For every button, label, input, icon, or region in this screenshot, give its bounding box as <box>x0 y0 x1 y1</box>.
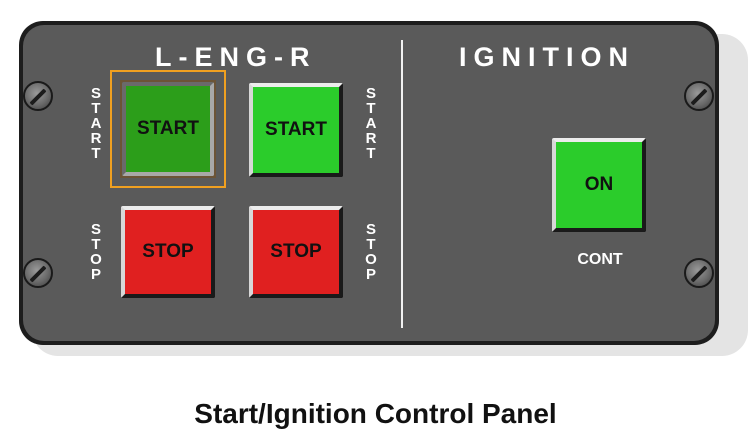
screw-icon <box>23 81 53 111</box>
armed-highlight-frame <box>110 70 226 188</box>
right-start-side-label: START <box>365 85 377 162</box>
left-start-side-label: START <box>90 85 102 162</box>
left-engine-title: L-ENG-R <box>155 42 317 72</box>
screw-icon <box>684 258 714 288</box>
panel-divider <box>401 40 403 328</box>
right-stop-side-label: STOP <box>365 221 377 283</box>
ignition-cont-label: CONT <box>577 251 623 268</box>
ignition-on-button[interactable]: ON <box>552 138 646 232</box>
left-stop-side-label: STOP <box>90 221 102 283</box>
screw-icon <box>23 258 53 288</box>
left-stop-button[interactable]: STOP <box>121 206 215 298</box>
ignition-title: IGNITION <box>459 42 635 72</box>
left-start-button[interactable]: START <box>122 82 214 176</box>
figure-caption: Start/Ignition Control Panel <box>194 398 557 429</box>
right-start-button[interactable]: START <box>249 83 343 177</box>
right-stop-button[interactable]: STOP <box>249 206 343 298</box>
screw-icon <box>684 81 714 111</box>
